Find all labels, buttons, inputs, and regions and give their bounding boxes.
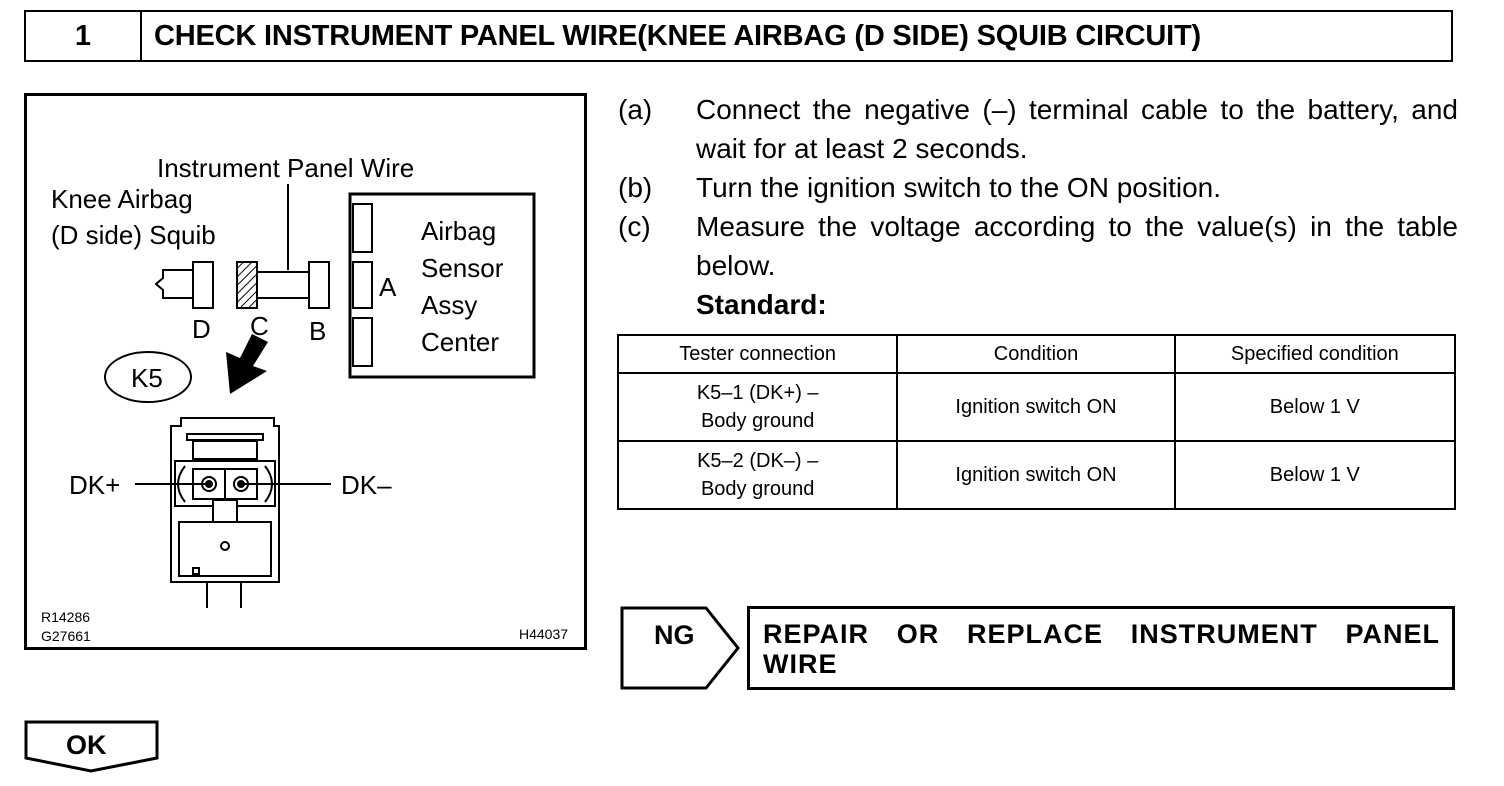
ref-code-2: G27661 — [41, 628, 91, 644]
instruction-letter: (a) — [618, 94, 653, 125]
table-cell-spec: Below 1 V — [1173, 440, 1457, 510]
connection-line: Body ground — [700, 410, 815, 432]
instruction-item: (b) Turn the ignition switch to the ON p… — [618, 168, 1458, 207]
wiring-diagram — [104, 184, 536, 608]
standard-label: Standard: — [696, 289, 827, 320]
connection-line: K5–2 (DK–) – — [697, 450, 819, 472]
connector-c-shape — [236, 261, 258, 309]
label-airbag: Airbag — [421, 216, 497, 246]
table-cell-condition: Ignition switch ON — [896, 440, 1176, 510]
arrow-icon — [226, 334, 268, 394]
ok-result: OK — [24, 720, 160, 779]
wiring-figure: Instrument Panel Wire Knee Airbag (D sid… — [24, 93, 587, 650]
label-instrument-panel-wire: Instrument Panel Wire — [157, 153, 415, 183]
label-center: Center — [421, 327, 500, 357]
instruction-text: Connect the negative (–) terminal cable … — [696, 94, 1458, 164]
instruction-item: (c) Measure the voltage according to the… — [618, 207, 1458, 285]
label-connector-b: B — [309, 316, 327, 346]
table-cell-spec: Below 1 V — [1173, 372, 1457, 442]
table-cell-connection: K5–1 (DK+) – Body ground — [616, 372, 899, 442]
label-d-side-squib: (D side) Squib — [51, 220, 216, 250]
table-cell-condition: Ignition switch ON — [896, 372, 1176, 442]
label-connector-c: C — [250, 311, 269, 341]
label-knee-airbag: Knee Airbag — [51, 184, 193, 214]
ng-action: REPAIR OR REPLACE INSTRUMENT PANEL WIRE — [747, 606, 1455, 690]
ng-result: NG — [620, 606, 744, 697]
ok-label: OK — [66, 730, 107, 760]
label-assy: Assy — [421, 290, 478, 320]
table-header: Condition — [896, 334, 1176, 374]
label-connector-d: D — [192, 314, 211, 344]
table-row: K5–2 (DK–) – Body ground Ignition switch… — [616, 440, 1457, 510]
connector-b-shape — [308, 261, 330, 309]
instruction-item: (a) Connect the negative (–) terminal ca… — [618, 90, 1458, 168]
instruction-list: (a) Connect the negative (–) terminal ca… — [618, 90, 1458, 285]
table-row: K5–1 (DK+) – Body ground Ignition switch… — [616, 372, 1457, 442]
ok-arrow-icon — [24, 720, 159, 773]
instruction-letter: (b) — [618, 172, 653, 203]
table-header: Tester connection — [616, 334, 899, 374]
k5-connector-drawing — [170, 417, 280, 608]
instruction-letter: (c) — [618, 211, 651, 242]
step-header: 1 CHECK INSTRUMENT PANEL WIRE(KNEE AIRBA… — [24, 10, 1453, 62]
step-number: 1 — [26, 12, 142, 60]
label-dk-minus: DK– — [341, 470, 392, 500]
ref-code-3: H44037 — [519, 626, 569, 642]
spec-table: Tester connection Condition Specified co… — [616, 334, 1457, 510]
connector-d-shape — [192, 261, 214, 309]
label-sensor: Sensor — [421, 253, 504, 283]
connection-line: K5–1 (DK+) – — [696, 382, 819, 404]
ng-label: NG — [654, 620, 695, 650]
label-connector-k5: K5 — [131, 363, 163, 393]
instruction-text: Measure the voltage according to the val… — [696, 211, 1458, 281]
step-title: CHECK INSTRUMENT PANEL WIRE(KNEE AIRBAG … — [154, 19, 1201, 52]
table-header-row: Tester connection Condition Specified co… — [616, 334, 1457, 374]
ng-arrow-icon — [620, 606, 740, 690]
connection-line: Body ground — [700, 478, 815, 500]
table-cell-connection: K5–2 (DK–) – Body ground — [616, 440, 899, 510]
label-connector-a: A — [379, 272, 397, 302]
ref-code-1: R14286 — [41, 609, 91, 625]
instruction-text: Turn the ignition switch to the ON posit… — [696, 172, 1221, 203]
airbag-sensor-box — [348, 192, 536, 379]
label-dk-plus: DK+ — [69, 470, 121, 500]
table-header: Specified condition — [1173, 334, 1457, 374]
